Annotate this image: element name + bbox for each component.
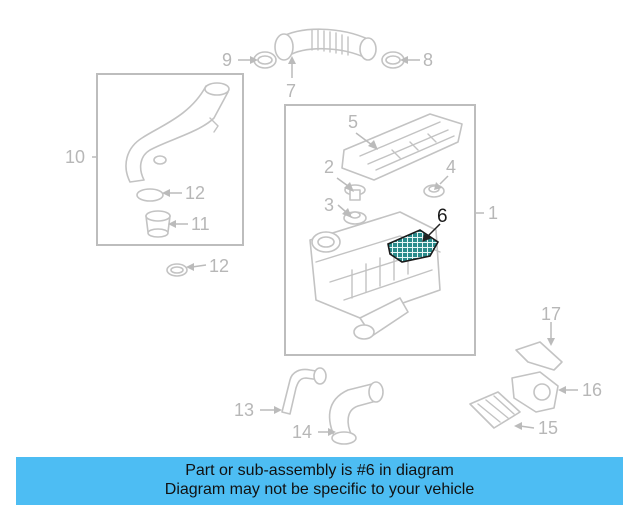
- callout-17: 17: [541, 304, 561, 324]
- callout-15: 15: [538, 418, 558, 438]
- part-15-duct[interactable]: [469, 391, 521, 429]
- part-17-bracket[interactable]: [515, 341, 563, 371]
- callout-7: 7: [286, 81, 296, 101]
- callout-1: 1: [488, 203, 498, 223]
- part-7-duct-hose[interactable]: [274, 28, 377, 61]
- part-4-grommet[interactable]: [423, 184, 445, 198]
- callout-2: 2: [324, 157, 334, 177]
- air-cleaner-assembly-box: [284, 104, 476, 356]
- callout-6[interactable]: 6: [437, 206, 448, 227]
- part-12-clamp-lower[interactable]: [166, 263, 188, 277]
- callout-12-lower: 12: [209, 256, 229, 276]
- leader-lines: [92, 56, 578, 436]
- callout-12-upper: 12: [185, 183, 205, 203]
- callout-16: 16: [582, 380, 602, 400]
- banner-line-2: Diagram may not be specific to your vehi…: [164, 481, 475, 498]
- callout-9: 9: [222, 50, 232, 70]
- part-5-cover[interactable]: [341, 113, 463, 181]
- banner-line-1: Part or sub-assembly is #6 in diagram: [185, 462, 454, 479]
- part-16-resonator[interactable]: [511, 371, 559, 413]
- part-11-coupler[interactable]: [145, 210, 171, 238]
- callout-3: 3: [324, 195, 334, 215]
- part-10-inlet-tube[interactable]: [125, 82, 230, 183]
- callout-14: 14: [292, 422, 312, 442]
- info-banner: Part or sub-assembly is #6 in diagram Di…: [16, 457, 623, 505]
- parts-diagram: 7 9 8 10 12 11 12 5 2 4 3 1 6 17 16 15 1…: [65, 28, 602, 445]
- callout-8: 8: [423, 50, 433, 70]
- callout-11: 11: [191, 214, 210, 234]
- inlet-tube-group-box: [96, 73, 244, 246]
- callout-13: 13: [234, 400, 254, 420]
- part-12-clamp-upper[interactable]: [136, 188, 164, 202]
- part-13-hose[interactable]: [281, 367, 327, 415]
- part-14-elbow-duct[interactable]: [328, 381, 384, 445]
- callout-10: 10: [65, 147, 85, 167]
- callout-4: 4: [446, 157, 456, 177]
- callout-5: 5: [348, 112, 358, 132]
